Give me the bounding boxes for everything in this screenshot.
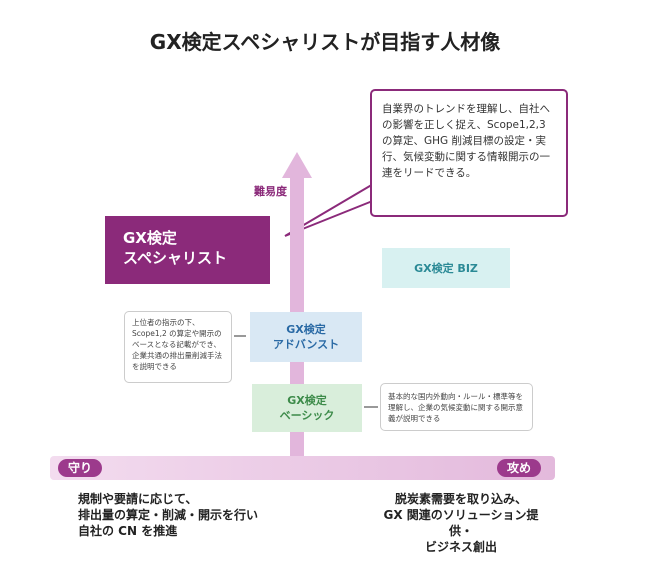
offense-line: 脱炭素需要を取り込み、: [394, 492, 527, 506]
level-specialist: GX検定 スペシャリスト: [105, 216, 270, 284]
horizontal-axis: [50, 456, 555, 480]
advanced-line-1: GX検定: [286, 323, 326, 336]
defense-line: 規制や要請に応じて、: [78, 492, 198, 506]
basic-line-2: ベーシック: [279, 409, 335, 422]
defense-line: 自社の CN を推進: [78, 524, 178, 538]
advanced-description: 上位者の指示の下、Scope1,2 の算定や開示のベースとなる記載ができ、企業共…: [124, 311, 232, 383]
specialist-line-2: スペシャリスト: [123, 249, 227, 267]
basic-description: 基本的な国内外動向・ルール・標準等を理解し、企業の気候変動に関する開示意義が説明…: [380, 383, 533, 431]
defense-line: 排出量の算定・削減・開示を行い: [78, 508, 259, 522]
offense-line: GX 関連のソリューション提供・: [383, 508, 539, 538]
level-basic: GX検定 ベーシック: [252, 384, 362, 432]
difficulty-label: 難易度: [254, 185, 287, 198]
offense-description: 脱炭素需要を取り込み、 GX 関連のソリューション提供・ ビジネス創出: [380, 491, 542, 555]
specialist-description: 自業界のトレンドを理解し、自社への影響を正しく捉え、Scope1,2,3 の算定…: [370, 89, 568, 217]
biz-label: GX検定 BIZ: [414, 261, 478, 275]
basic-line-1: GX検定: [287, 394, 327, 407]
offense-label: 攻め: [497, 459, 542, 477]
level-advanced: GX検定 アドバンスト: [250, 312, 362, 362]
specialist-line-1: GX検定: [123, 229, 177, 247]
defense-label: 守り: [58, 459, 103, 477]
page-title: GX検定スペシャリストが目指す人材像: [149, 30, 501, 54]
difficulty-arrow-head: [282, 152, 312, 178]
advanced-line-2: アドバンスト: [272, 338, 340, 351]
level-biz: GX検定 BIZ: [382, 248, 510, 288]
defense-description: 規制や要請に応じて、 排出量の算定・削減・開示を行い 自社の CN を推進: [78, 491, 258, 539]
offense-line: ビジネス創出: [424, 540, 497, 554]
